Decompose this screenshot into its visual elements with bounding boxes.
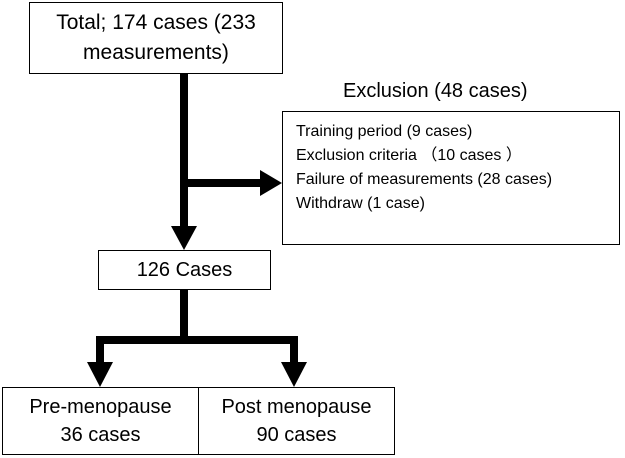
remaining-cases-box: 126 Cases	[98, 250, 271, 290]
pre-menopause-label: Pre-menopause	[29, 396, 172, 418]
exclusion-box: Training period (9 cases) Exclusion crit…	[282, 111, 620, 245]
pre-menopause-box: Pre-menopause 36 cases	[2, 387, 199, 455]
post-menopause-count: 90 cases	[256, 424, 337, 446]
post-menopause-label: Post menopause	[221, 396, 372, 418]
total-box: Total; 174 cases (233 measurements)	[29, 2, 283, 74]
arrow-head-to-pre	[87, 362, 113, 387]
arrow-head-to-post	[281, 362, 307, 387]
pre-menopause-count: 36 cases	[60, 424, 141, 446]
arrow-head-to-126	[171, 226, 197, 250]
total-line-2: measurements)	[83, 41, 229, 64]
exclusion-item: Withdraw (1 case)	[296, 195, 425, 212]
total-line-1: Total; 174 cases (233	[56, 11, 256, 34]
remaining-cases-label: 126 Cases	[136, 258, 233, 281]
arrow-head-to-exclusion	[260, 170, 282, 196]
exclusion-item: Failure of measurements (28 cases)	[296, 171, 553, 188]
exclusion-item: Training period (9 cases)	[296, 123, 473, 140]
exclusion-item: Exclusion criteria （10 cases ）	[296, 147, 522, 164]
post-menopause-box: Post menopause 90 cases	[198, 387, 395, 455]
exclusion-title: Exclusion (48 cases)	[343, 80, 528, 102]
